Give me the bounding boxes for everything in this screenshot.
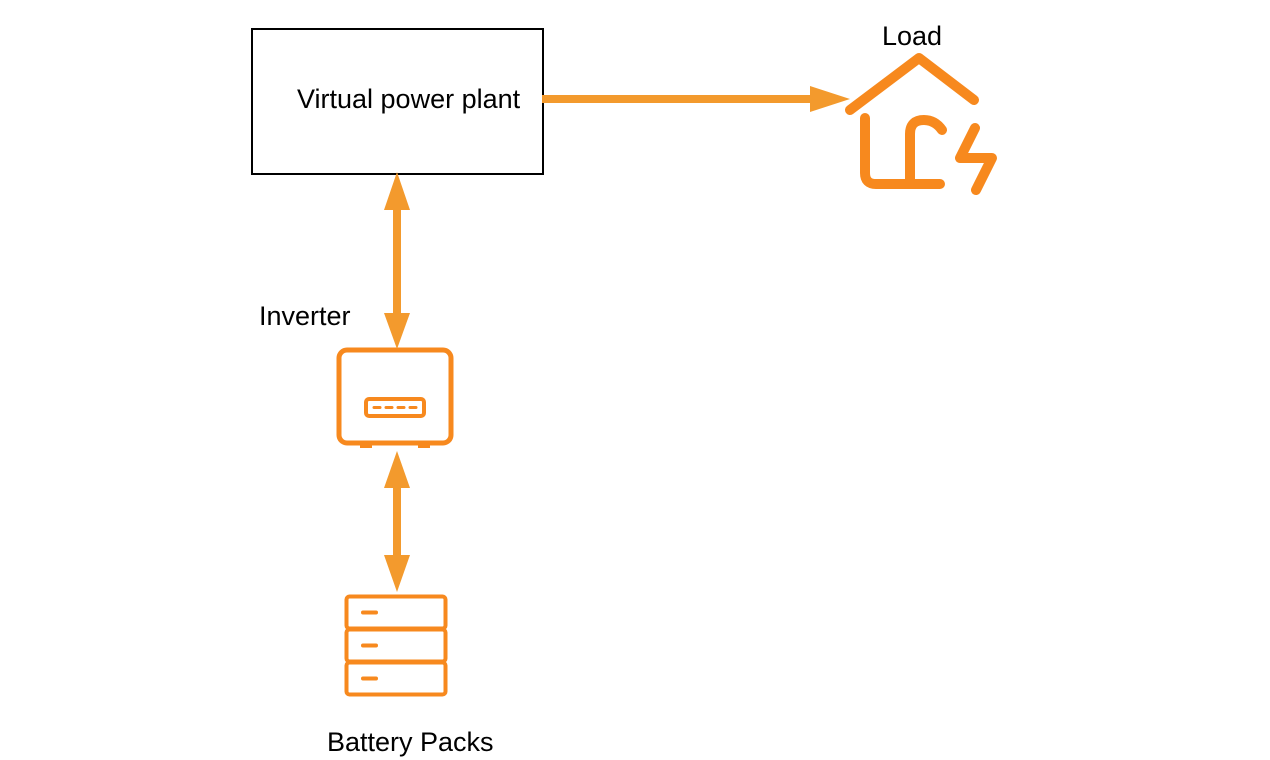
edge-inverter-to-battery	[384, 451, 410, 592]
battery-stack-icon	[344, 594, 448, 697]
edge-inverter-to-battery-arrowhead-top	[384, 451, 410, 488]
load-label: Load	[882, 21, 943, 51]
inverter-icon	[336, 347, 454, 448]
inverter-label: Inverter	[259, 301, 351, 331]
edge-vpp-to-load-arrowhead	[810, 86, 850, 112]
virtual-power-plant-label: Virtual power plant	[297, 84, 521, 114]
battery-packs-label: Battery Packs	[327, 727, 494, 757]
edge-vpp-to-inverter-arrowhead-bottom	[384, 313, 410, 349]
edge-inverter-to-battery-arrowhead-bottom	[384, 555, 410, 592]
house-lightning-icon	[845, 53, 997, 195]
edge-vpp-to-inverter	[384, 172, 410, 349]
edge-vpp-to-load	[542, 86, 850, 112]
edge-vpp-to-inverter-arrowhead-top	[384, 172, 410, 210]
